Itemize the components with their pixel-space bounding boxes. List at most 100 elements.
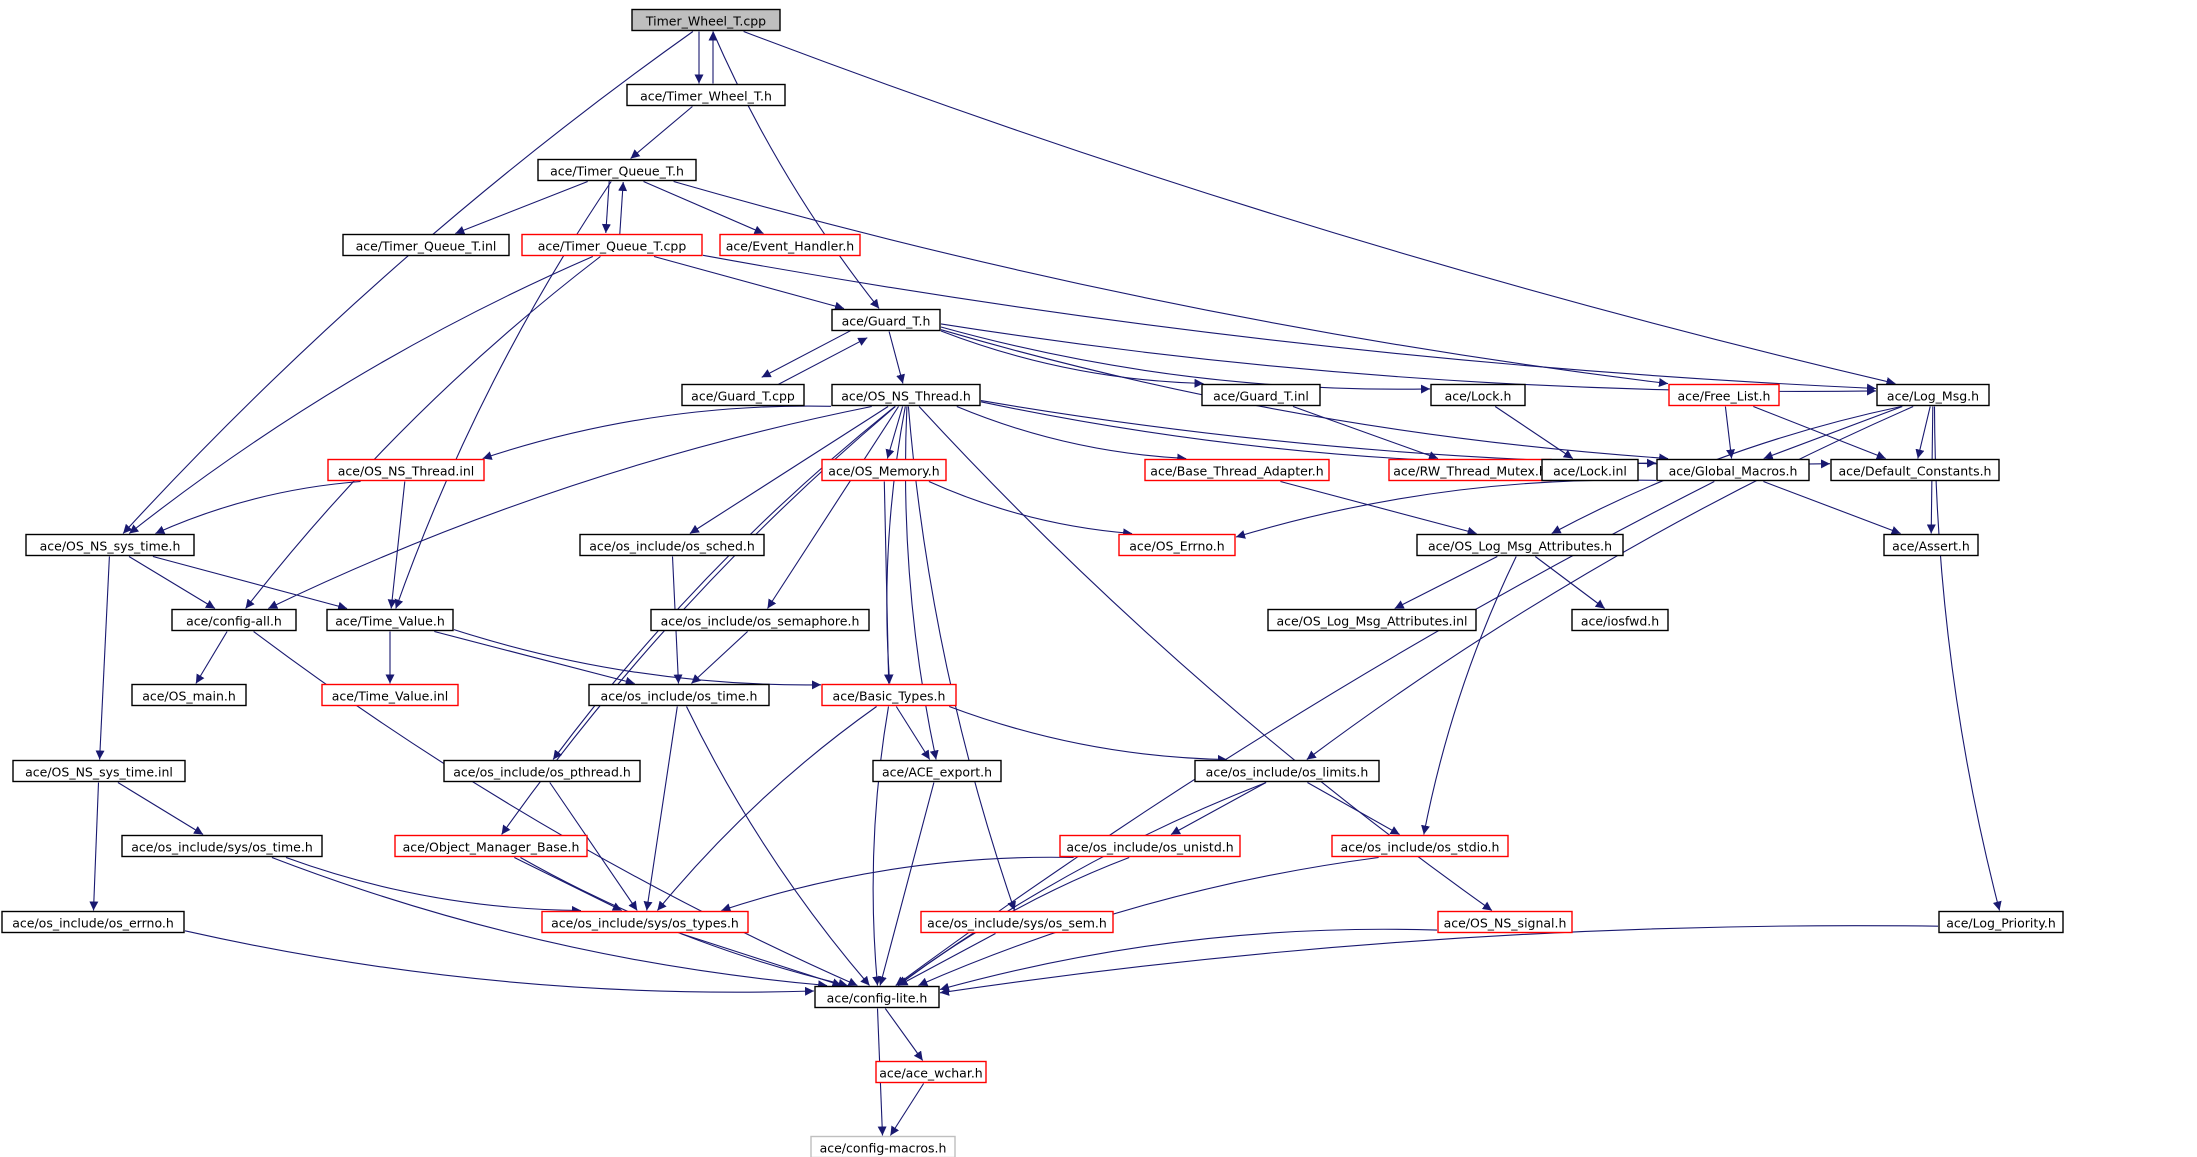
node-os-sched[interactable]: ace/os_include/os_sched.h: [579, 533, 765, 557]
node-box: [1059, 834, 1241, 858]
edge-timer_queue_cpp-to-config_all: [245, 256, 601, 609]
node-box: [1430, 383, 1526, 407]
edge-timer_wheel_cpp-to-log_msg: [743, 30, 1896, 386]
edge-os_time-to-config_lite: [686, 706, 870, 986]
node-os-ns-signal[interactable]: ace/OS_NS_signal.h: [1437, 910, 1573, 934]
node-os-memory[interactable]: ace/OS_Memory.h: [821, 458, 947, 482]
node-label: ace/OS_NS_signal.h: [1444, 916, 1567, 931]
node-assert-h[interactable]: ace/Assert.h: [1883, 533, 1979, 557]
node-box: [1437, 910, 1573, 934]
node-timer-wheel-h[interactable]: ace/Timer_Wheel_T.h: [626, 83, 786, 107]
node-iosfwd[interactable]: ace/iosfwd.h: [1571, 608, 1669, 632]
node-config-lite[interactable]: ace/config-lite.h: [814, 985, 940, 1009]
node-label: ace/OS_NS_Thread.inl: [338, 464, 475, 479]
node-basic-types[interactable]: ace/Basic_Types.h: [821, 683, 957, 707]
node-global-macros[interactable]: ace/Global_Macros.h: [1656, 458, 1810, 482]
edge-os_ns_thread_h-to-base_thread_adapter: [956, 405, 1187, 463]
node-timer-queue-inl[interactable]: ace/Timer_Queue_T.inl: [342, 233, 510, 257]
node-box: [321, 683, 459, 707]
node-sys-os-sem[interactable]: ace/os_include/sys/os_sem.h: [920, 910, 1114, 934]
node-sys-os-types[interactable]: ace/os_include/sys/os_types.h: [541, 910, 749, 934]
node-timer-wheel-cpp[interactable]: Timer_Wheel_T.cpp: [631, 8, 781, 32]
node-label: ace/Guard_T.h: [842, 314, 931, 329]
node-box: [831, 383, 981, 407]
node-os-include-errno[interactable]: ace/os_include/os_errno.h: [1, 910, 185, 934]
node-box: [1883, 533, 1979, 557]
node-label: ace/RW_Thread_Mutex.h: [1393, 464, 1547, 479]
node-os-ns-sys-time-inl[interactable]: ace/OS_NS_sys_time.inl: [12, 759, 186, 783]
node-os-pthread[interactable]: ace/os_include/os_pthread.h: [443, 759, 641, 783]
edge-os_ns_sys_time_h-to-config_all: [128, 556, 216, 609]
node-log-msg[interactable]: ace/Log_Msg.h: [1876, 383, 1990, 407]
node-log-priority[interactable]: ace/Log_Priority.h: [1938, 910, 2064, 934]
edge-basic_types-to-os_limits: [949, 705, 1227, 764]
node-label: ace/OS_NS_sys_time.inl: [25, 765, 173, 780]
node-timer-queue-h[interactable]: ace/Timer_Queue_T.h: [537, 158, 697, 182]
node-label: ace/OS_Errno.h: [1129, 539, 1224, 554]
node-os-log-msg-attr-inl[interactable]: ace/OS_Log_Msg_Attributes.inl: [1267, 608, 1477, 632]
node-config-macros[interactable]: ace/config-macros.h: [810, 1135, 956, 1157]
node-guard-inl[interactable]: ace/Guard_T.inl: [1201, 383, 1321, 407]
edge-os_limits-to-os_unistd: [1170, 782, 1267, 835]
node-rw-thread-mutex[interactable]: ace/RW_Thread_Mutex.h: [1388, 458, 1552, 482]
node-event-handler[interactable]: ace/Event_Handler.h: [719, 233, 861, 257]
edge-log_msg-to-log_priority: [1933, 406, 2002, 911]
edge-os_ns_signal-to-config_lite: [939, 928, 1438, 992]
node-box: [631, 8, 781, 32]
node-os-ns-thread-h[interactable]: ace/OS_NS_Thread.h: [831, 383, 981, 407]
node-lock-inl[interactable]: ace/Lock.inl: [1541, 458, 1639, 482]
node-label: ace/Default_Constants.h: [1839, 464, 1992, 479]
node-os-errno[interactable]: ace/OS_Errno.h: [1118, 533, 1236, 557]
edge-os_ns_sys_time_inl-to-os_include_errno: [89, 782, 100, 911]
node-label: ace/Timer_Queue_T.cpp: [538, 239, 687, 254]
node-lock-h[interactable]: ace/Lock.h: [1430, 383, 1526, 407]
node-os-stdio[interactable]: ace/os_include/os_stdio.h: [1331, 834, 1509, 858]
node-label: ace/os_include/os_limits.h: [1206, 765, 1369, 780]
node-label: ace/config-lite.h: [827, 991, 928, 1006]
node-label: ace/Basic_Types.h: [833, 689, 946, 704]
node-os-unistd[interactable]: ace/os_include/os_unistd.h: [1059, 834, 1241, 858]
node-object-manager-base[interactable]: ace/Object_Manager_Base.h: [394, 834, 588, 858]
edge-base_thread_adapter-to-os_log_msg_attr_h: [1280, 480, 1477, 536]
node-os-ns-thread-inl[interactable]: ace/OS_NS_Thread.inl: [327, 458, 485, 482]
node-box: [1118, 533, 1236, 557]
node-label: ace/Guard_T.inl: [1213, 389, 1309, 404]
node-label: ace/os_include/os_sched.h: [589, 539, 755, 554]
node-time-value-inl[interactable]: ace/Time_Value.inl: [321, 683, 459, 707]
node-guard-cpp[interactable]: ace/Guard_T.cpp: [681, 383, 805, 407]
node-box: [121, 834, 323, 858]
node-box: [394, 834, 588, 858]
node-label: ace/ace_wchar.h: [879, 1066, 982, 1081]
node-free-list[interactable]: ace/Free_List.h: [1668, 383, 1780, 407]
node-os-log-msg-attr-h[interactable]: ace/OS_Log_Msg_Attributes.h: [1416, 533, 1624, 557]
edge-log_msg-to-os_log_msg_attr_h: [1551, 405, 1902, 534]
node-label: ace/config-macros.h: [820, 1141, 947, 1156]
node-label: ace/Lock.h: [1445, 389, 1512, 404]
node-base-thread-adapter[interactable]: ace/Base_Thread_Adapter.h: [1144, 458, 1330, 482]
edge-basic_types-to-ace_export: [895, 706, 931, 760]
node-config-all[interactable]: ace/config-all.h: [171, 608, 297, 632]
node-time-value-h[interactable]: ace/Time_Value.h: [326, 608, 454, 632]
node-label: ace/Log_Msg.h: [1887, 389, 1979, 404]
node-label: ace/OS_main.h: [142, 689, 236, 704]
node-label: ace/Guard_T.cpp: [691, 389, 795, 404]
node-ace-wchar[interactable]: ace/ace_wchar.h: [875, 1060, 987, 1084]
edge-ace_wchar-to-config_macros: [889, 1083, 925, 1136]
node-default-constants[interactable]: ace/Default_Constants.h: [1830, 458, 2000, 482]
node-os-main[interactable]: ace/OS_main.h: [131, 683, 247, 707]
node-label: ace/Timer_Wheel_T.h: [640, 89, 772, 104]
node-label: ace/os_include/os_pthread.h: [453, 765, 631, 780]
node-guard-h[interactable]: ace/Guard_T.h: [831, 308, 941, 332]
node-sys-os-time[interactable]: ace/os_include/sys/os_time.h: [121, 834, 323, 858]
node-box: [875, 1060, 987, 1084]
node-os-time[interactable]: ace/os_include/os_time.h: [588, 683, 770, 707]
node-timer-queue-cpp[interactable]: ace/Timer_Queue_T.cpp: [521, 233, 703, 257]
node-box: [1416, 533, 1624, 557]
node-os-semaphore[interactable]: ace/os_include/os_semaphore.h: [650, 608, 870, 632]
node-os-ns-sys-time-h[interactable]: ace/OS_NS_sys_time.h: [25, 533, 195, 557]
node-box: [327, 458, 485, 482]
edge-os_ns_thread_inl-to-time_value_h: [387, 481, 406, 609]
node-os-limits[interactable]: ace/os_include/os_limits.h: [1194, 759, 1380, 783]
edge-guard_inl-to-rw_thread_mutex: [1292, 405, 1439, 460]
node-ace-export[interactable]: ace/ACE_export.h: [872, 759, 1002, 783]
